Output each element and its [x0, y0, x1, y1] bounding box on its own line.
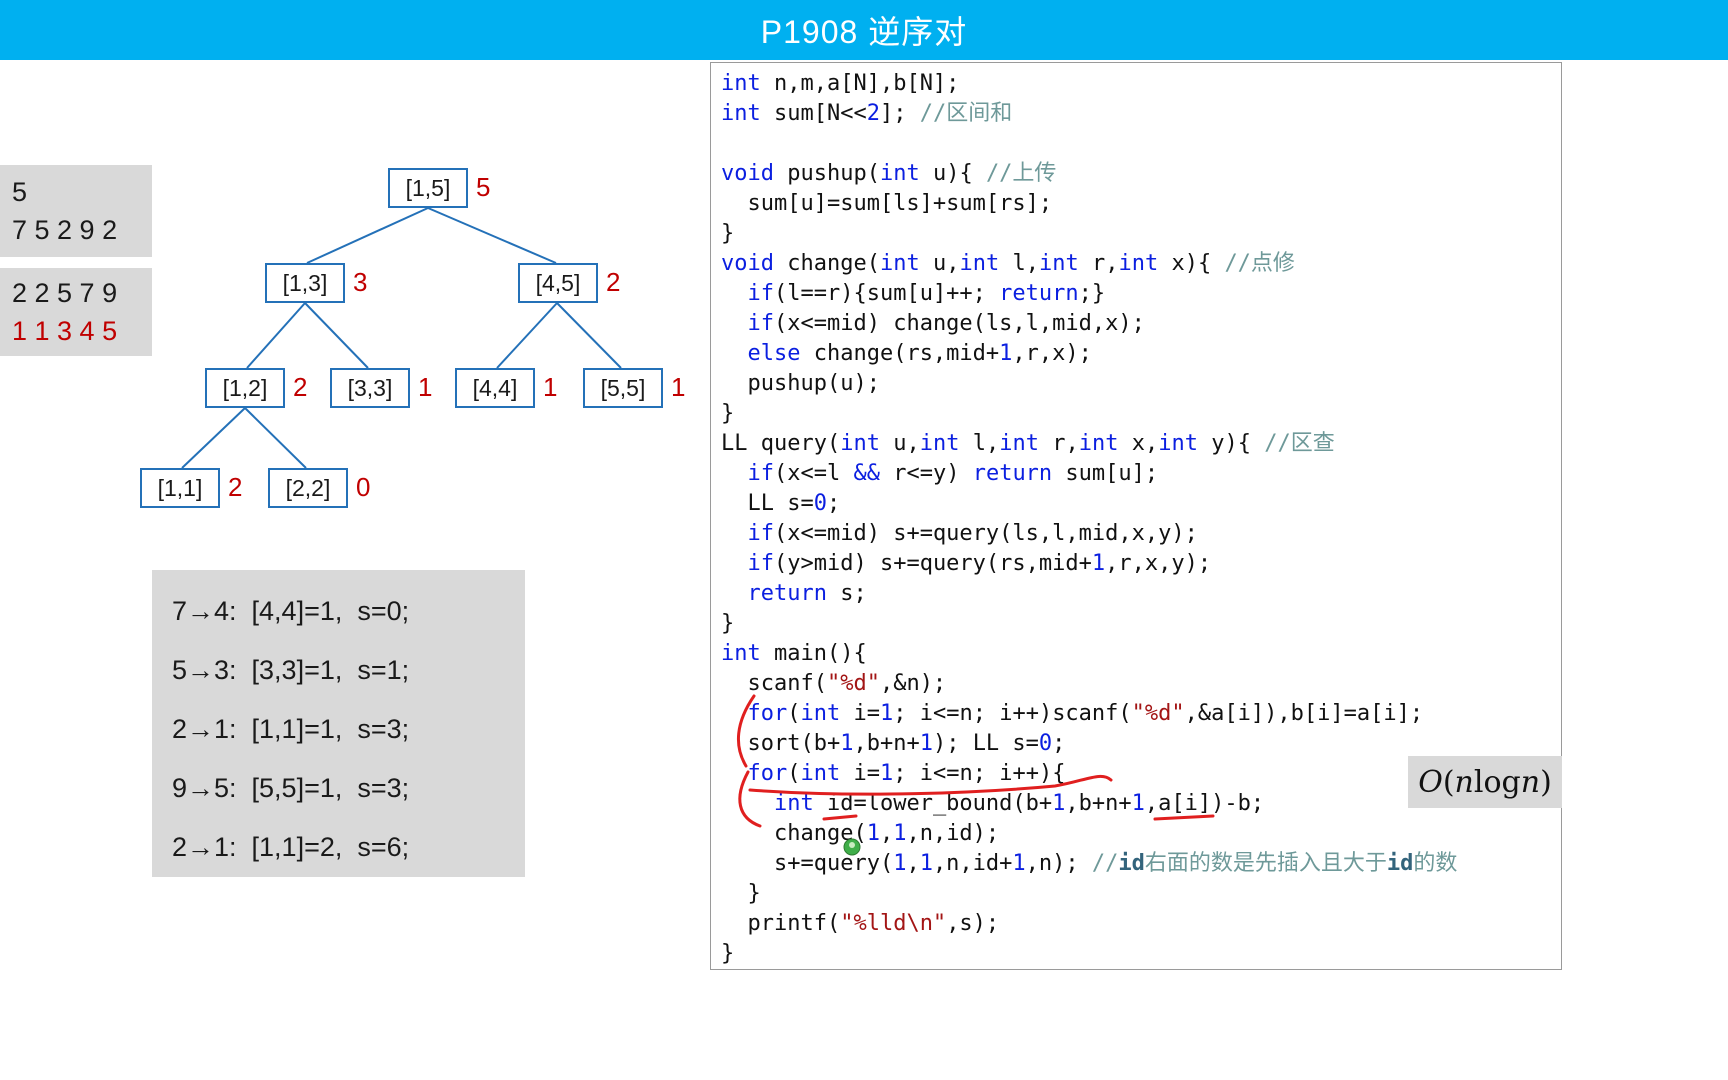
tree-node-box: [3,3]	[330, 368, 410, 408]
simulation-step: 2→1: [1,1]=1, s=3;	[172, 714, 410, 744]
tree-node-box: [1,3]	[265, 263, 345, 303]
complexity-badge-text: O(nlogn)	[1418, 764, 1552, 800]
tree-node-count: 3	[353, 267, 368, 297]
sorted-sequence: 2 2 5 7 9	[12, 278, 118, 308]
tree-node-1-2: [1,2] 2	[205, 368, 307, 408]
code-line: for(int i=1; i<=n; i++)scanf("%d",&a[i])…	[747, 701, 1424, 726]
code-line: LL s=0;	[721, 491, 841, 516]
code-line: else change(rs,mid+1,r,x);	[747, 341, 1092, 366]
page-title: P1908 逆序对	[760, 14, 968, 50]
code-line: if(y>mid) s+=query(rs,mid+1,r,x,y);	[747, 551, 1212, 576]
tree-node-1-5: [1,5] 5	[388, 168, 490, 208]
input-data-panel: 5 7 5 2 9 2	[0, 165, 152, 257]
code-line: void change(int u,int l,int r,int x){ //…	[721, 251, 1295, 276]
tree-node-box: [2,2]	[268, 468, 348, 508]
code-line: printf("%lld\n",s);	[721, 911, 1000, 936]
simulation-step: 7→4: [4,4]=1, s=0;	[172, 596, 410, 626]
code-line: int main(){	[721, 641, 867, 666]
tree-node-1-3: [1,3] 3	[265, 263, 367, 303]
code-line: int sum[N<<2]; //区间和	[721, 101, 1013, 126]
sorted-data-panel: 2 2 5 7 9 1 1 3 4 5	[0, 268, 152, 356]
simulation-step: 5→3: [3,3]=1, s=1;	[172, 655, 410, 685]
code-line: }	[721, 941, 735, 966]
code-line: pushup(u);	[721, 371, 880, 396]
code-line: return s;	[747, 581, 867, 606]
tree-node-1-1: [1,1] 2	[140, 468, 242, 508]
tree-node-count: 2	[606, 267, 621, 297]
code-panel[interactable]: int n,m,a[N],b[N]; int sum[N<<2]; //区间和 v…	[710, 62, 1562, 970]
code-line	[721, 129, 1561, 159]
code-line: if(l==r){sum[u]++; return;}	[747, 281, 1106, 306]
code-line: change(1,1,n,id);	[721, 821, 1000, 846]
code-line: int n,m,a[N],b[N];	[721, 71, 960, 96]
tree-node-box: [4,4]	[455, 368, 535, 408]
tree-node-count: 1	[671, 372, 686, 402]
tree-node-box: [5,5]	[583, 368, 663, 408]
code-line: LL query(int u,int l,int r,int x,int y){…	[721, 431, 1335, 456]
complexity-badge: O(nlogn)	[1408, 756, 1562, 808]
code-line: }	[721, 611, 735, 636]
rank-sequence: 1 1 3 4 5	[12, 316, 118, 346]
title-bar: P1908 逆序对	[0, 0, 1728, 60]
code-line: }	[721, 221, 735, 246]
tree-node-box: [4,5]	[518, 263, 598, 303]
simulation-step: 9→5: [5,5]=1, s=3;	[172, 773, 410, 803]
tree-node-count: 5	[476, 172, 491, 202]
tree-node-box: [1,1]	[140, 468, 220, 508]
code-lines: int n,m,a[N],b[N]; int sum[N<<2]; //区间和 v…	[711, 63, 1561, 969]
code-line: s+=query(1,1,n,id+1,n); //id右面的数是先插入且大于i…	[721, 851, 1458, 876]
tree-node-box: [1,2]	[205, 368, 285, 408]
tree-node-2-2: [2,2] 0	[268, 468, 370, 508]
simulation-step: 2→1: [1,1]=2, s=6;	[172, 832, 410, 862]
code-line: if(x<=mid) s+=query(ls,l,mid,x,y);	[747, 521, 1198, 546]
simulation-steps-panel: 7→4: [4,4]=1, s=0; 5→3: [3,3]=1, s=1; 2→…	[152, 570, 525, 877]
tree-node-3-3: [3,3] 1	[330, 368, 432, 408]
tree-node-count: 1	[418, 372, 433, 402]
tree-node-count: 2	[228, 472, 243, 502]
code-line: void pushup(int u){ //上传	[721, 161, 1057, 186]
code-line: if(x<=mid) change(ls,l,mid,x);	[747, 311, 1145, 336]
tree-node-count: 1	[543, 372, 558, 402]
code-line: if(x<=l && r<=y) return sum[u];	[747, 461, 1159, 486]
code-line: scanf("%d",&n);	[721, 671, 947, 696]
tree-node-4-5: [4,5] 2	[518, 263, 620, 303]
tree-node-box: [1,5]	[388, 168, 468, 208]
code-line: sum[u]=sum[ls]+sum[rs];	[721, 191, 1053, 216]
tree-node-count: 0	[356, 472, 371, 502]
code-line: }	[721, 401, 735, 426]
tree-node-4-4: [4,4] 1	[455, 368, 557, 408]
input-count: 5	[12, 177, 28, 207]
code-line: }	[721, 881, 761, 906]
code-line: sort(b+1,b+n+1); LL s=0;	[721, 731, 1066, 756]
input-sequence: 7 5 2 9 2	[12, 215, 118, 245]
tree-node-5-5: [5,5] 1	[583, 368, 685, 408]
tree-node-count: 2	[293, 372, 308, 402]
